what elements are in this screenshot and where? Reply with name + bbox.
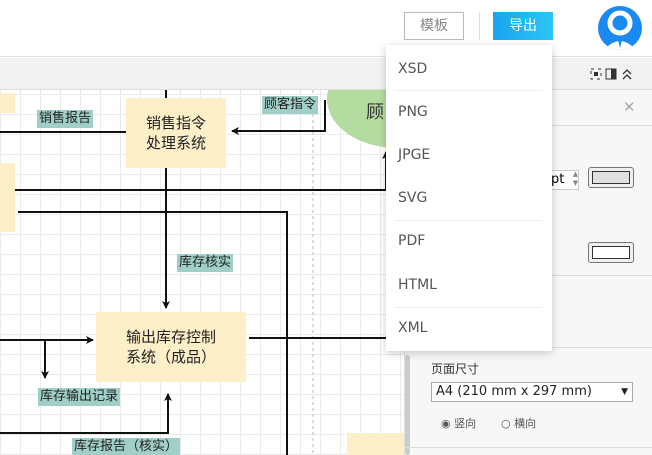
export-menu: XSD PNG JPGE SVG PDF HTML XML xyxy=(386,45,552,351)
collapse-icon[interactable] xyxy=(622,69,632,80)
menu-item-svg[interactable]: SVG xyxy=(398,190,428,206)
page-size-label: 页面尺寸 xyxy=(431,362,480,376)
node-sales-order-system[interactable]: 销售指令 处理系统 xyxy=(126,98,226,168)
menu-item-png[interactable]: PNG xyxy=(398,104,428,120)
toolbar xyxy=(0,58,652,90)
panel-toggle-icon[interactable] xyxy=(605,68,617,80)
menu-item-html[interactable]: HTML xyxy=(398,277,437,293)
label-customer-order[interactable]: 顾客指令 xyxy=(262,96,319,114)
node-partial[interactable] xyxy=(0,163,15,232)
label-inventory-report[interactable]: 库存报告（核实） xyxy=(72,438,181,455)
scrollbar[interactable] xyxy=(405,355,410,455)
portrait-label: 竖向 xyxy=(454,417,477,430)
divider xyxy=(479,12,480,40)
user-avatar[interactable] xyxy=(598,6,642,50)
label-inventory-check[interactable]: 库存核实 xyxy=(177,254,234,272)
close-icon[interactable]: ✕ xyxy=(623,98,636,116)
menu-item-xml[interactable]: XML xyxy=(398,320,428,336)
menu-item-jpge[interactable]: JPGE xyxy=(398,147,431,163)
template-button[interactable]: 模板 xyxy=(404,12,464,40)
line-color-swatch[interactable] xyxy=(588,167,634,188)
fit-screen-icon[interactable] xyxy=(590,68,602,80)
fill-color-swatch[interactable] xyxy=(588,242,634,263)
landscape-label: 横向 xyxy=(514,417,537,430)
node-partial[interactable] xyxy=(0,93,15,113)
label-sales-report[interactable]: 销售报告 xyxy=(37,110,94,128)
page-size-select[interactable]: A4 (210 mm x 297 mm)▼ xyxy=(431,382,633,402)
page-size-value: A4 (210 mm x 297 mm) xyxy=(436,384,592,399)
unit-label: pt xyxy=(551,172,565,187)
node-partial[interactable] xyxy=(347,433,404,455)
connectors xyxy=(0,90,404,455)
radio-landscape[interactable]: ○ 横向 xyxy=(501,417,537,430)
line-width-input[interactable]: pt xyxy=(545,170,579,190)
menu-item-pdf[interactable]: PDF xyxy=(398,233,426,249)
menu-item-xsd[interactable]: XSD xyxy=(398,61,428,77)
top-bar: 模板 导出 xyxy=(0,0,652,57)
diagram-canvas[interactable]: 顾 销售指令 处理系统 输出库存控制 系统（成品） 销售报告 顾客指令 库存核实… xyxy=(0,90,404,455)
node-output-inventory-system[interactable]: 输出库存控制 系统（成品） xyxy=(96,312,246,382)
user-icon xyxy=(604,10,636,50)
export-button[interactable]: 导出 xyxy=(493,12,553,40)
spinner[interactable]: ▲▼ xyxy=(572,170,579,187)
radio-portrait[interactable]: ◉ 竖向 xyxy=(441,417,477,430)
label-inventory-output-record[interactable]: 库存输出记录 xyxy=(38,388,121,406)
customer-node-text: 顾 xyxy=(366,102,384,123)
